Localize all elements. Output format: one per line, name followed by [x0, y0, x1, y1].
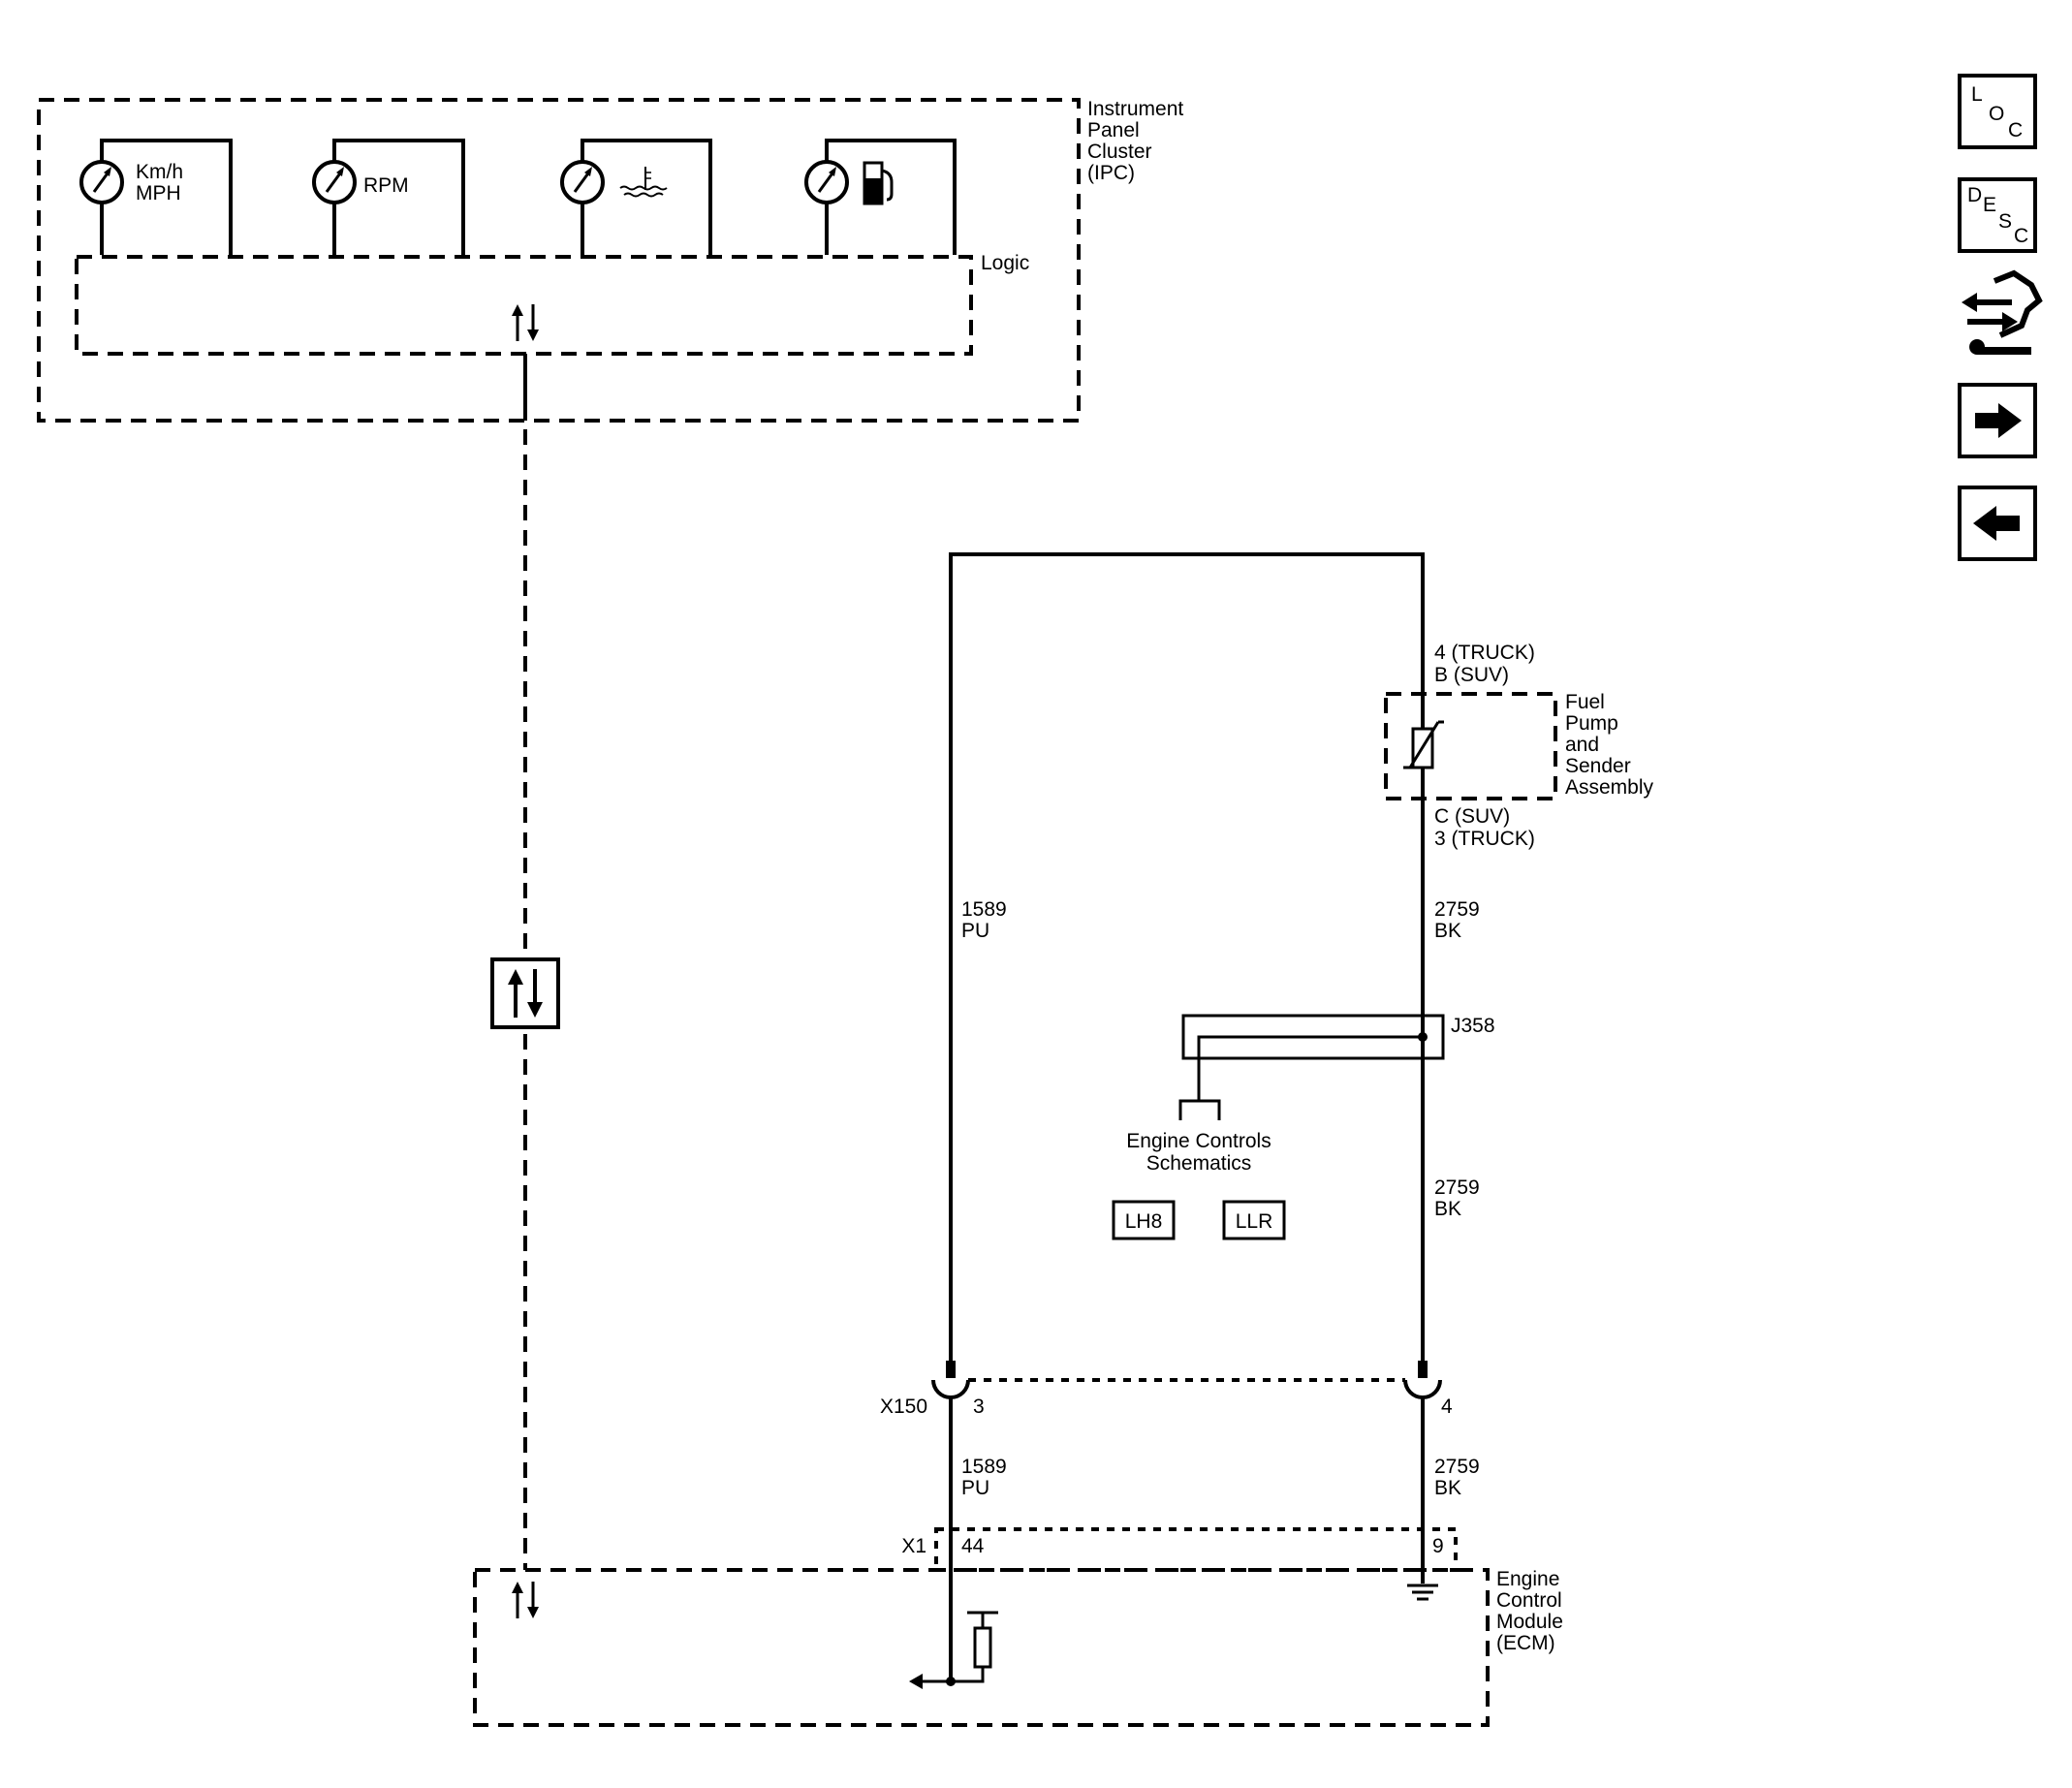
fuel-pump-bottom-pin-2: 3 (TRUCK)	[1434, 828, 1535, 850]
ipc-serial-data-arrows-icon	[512, 304, 539, 341]
fuel-pump-title-4: Sender	[1565, 755, 1631, 777]
connector-end-view-icon[interactable]	[1962, 269, 2043, 355]
ipc-title-line-3: Cluster	[1087, 141, 1152, 163]
ecm-title-1: Engine	[1496, 1568, 1559, 1590]
loc-letter-c: C	[2008, 119, 2023, 141]
fuel-pump-title-5: Assembly	[1565, 776, 1654, 799]
coolant-temperature-gauge	[560, 139, 712, 255]
llr-reference-button[interactable]: LLR	[1222, 1200, 1286, 1240]
ipc-boundary	[37, 98, 1081, 423]
fuel-pump-top-pin-1: 4 (TRUCK)	[1434, 642, 1535, 664]
x150-label: X150	[880, 1396, 927, 1418]
fuel-pump-boundary	[1384, 692, 1557, 800]
left-arrow-icon	[1973, 506, 2020, 541]
wire-1589-lower-number: 1589	[961, 1456, 1007, 1478]
splice-label: J358	[1451, 1015, 1495, 1037]
connector-x1: X1 44 9	[901, 1527, 1458, 1572]
wire-1589-upper-color: PU	[961, 920, 989, 942]
side-nav: L O C D E S C	[1958, 74, 2043, 561]
tachometer-gauge: RPM	[312, 139, 465, 255]
splice-pack-j358: J358	[1178, 1014, 1495, 1120]
ecm-boundary	[473, 1568, 1490, 1727]
fuel-pump-top-pin-2: B (SUV)	[1434, 664, 1509, 686]
desc-letter-s: S	[1998, 210, 2012, 233]
wire-2759-upper-number: 2759	[1434, 898, 1480, 921]
desc-button[interactable]: D E S C	[1958, 177, 2037, 253]
desc-letter-d: D	[1967, 184, 1982, 206]
desc-letter-e: E	[1983, 194, 1996, 216]
x1-label: X1	[901, 1535, 926, 1557]
loc-button[interactable]: L O C	[1958, 74, 2037, 149]
instrument-panel-cluster: Instrument Panel Cluster (IPC) Logic Km/…	[37, 98, 1183, 423]
lh8-label: LH8	[1125, 1210, 1163, 1233]
engine-controls-ref-line-2: Schematics	[1146, 1152, 1252, 1175]
ecm-title-2: Control	[1496, 1589, 1562, 1612]
next-page-button[interactable]	[1958, 383, 2037, 458]
connector-x150: X150 3 4	[880, 1361, 1453, 1418]
ground-icon	[1407, 1584, 1438, 1601]
fuel-pump-title-3: and	[1565, 734, 1599, 756]
wire-2759-lower-color: BK	[1434, 1477, 1461, 1499]
fuel-pump-sender-assembly: 4 (TRUCK) B (SUV) Fuel Pump and Sender A…	[1384, 642, 1654, 850]
ipc-logic-block	[75, 255, 973, 356]
speedometer-label-1: Km/h	[136, 161, 183, 183]
wire-1589-upper-number: 1589	[961, 898, 1007, 921]
speedometer-label-2: MPH	[136, 182, 181, 204]
ipc-title-line-4: (IPC)	[1087, 162, 1135, 184]
engine-controls-ref-line-1: Engine Controls	[1126, 1130, 1271, 1152]
x150-pin-left: 3	[973, 1396, 985, 1418]
fuel-gauge	[804, 139, 957, 255]
wire-2759-middle-number: 2759	[1434, 1176, 1480, 1199]
pull-up-resistor-icon	[909, 1611, 998, 1689]
wire-2759-middle-color: BK	[1434, 1198, 1461, 1220]
ipc-logic-label: Logic	[981, 252, 1029, 274]
ecm-title-4: (ECM)	[1496, 1632, 1555, 1654]
ecm-title-3: Module	[1496, 1611, 1563, 1633]
serial-data-symbol-icon	[490, 957, 560, 1029]
circuit-loop-top	[949, 552, 1425, 1370]
x1-pin-right: 9	[1432, 1535, 1444, 1557]
fuel-pump-title-2: Pump	[1565, 712, 1618, 735]
fuel-pump-bottom-pin-1: C (SUV)	[1434, 805, 1510, 828]
desc-letter-c: C	[2014, 225, 2028, 247]
llr-label: LLR	[1236, 1210, 1273, 1233]
engine-control-module: Engine Control Module (ECM)	[473, 1568, 1563, 1727]
coolant-temperature-icon	[619, 167, 668, 198]
ecm-serial-data-arrows-icon	[512, 1582, 539, 1618]
wire-1589-lower-color: PU	[961, 1477, 989, 1499]
ipc-title-line-1: Instrument	[1087, 98, 1183, 120]
fuel-pump-title-1: Fuel	[1565, 691, 1605, 713]
fuel-pump-icon	[863, 161, 894, 205]
variable-resistor-icon	[1403, 720, 1444, 769]
lh8-reference-button[interactable]: LH8	[1112, 1200, 1176, 1240]
previous-page-button[interactable]	[1958, 486, 2037, 561]
speedometer-gauge: Km/h MPH	[79, 139, 233, 255]
right-arrow-icon	[1975, 403, 2022, 438]
x1-pin-left: 44	[961, 1535, 985, 1557]
loc-letter-o: O	[1989, 103, 2004, 125]
loc-letter-l: L	[1971, 83, 1983, 106]
x150-pin-right: 4	[1441, 1396, 1453, 1418]
ipc-title-line-2: Panel	[1087, 119, 1140, 141]
wire-2759-lower-number: 2759	[1434, 1456, 1480, 1478]
wire-2759-upper-color: BK	[1434, 920, 1461, 942]
tachometer-label: RPM	[363, 174, 409, 197]
